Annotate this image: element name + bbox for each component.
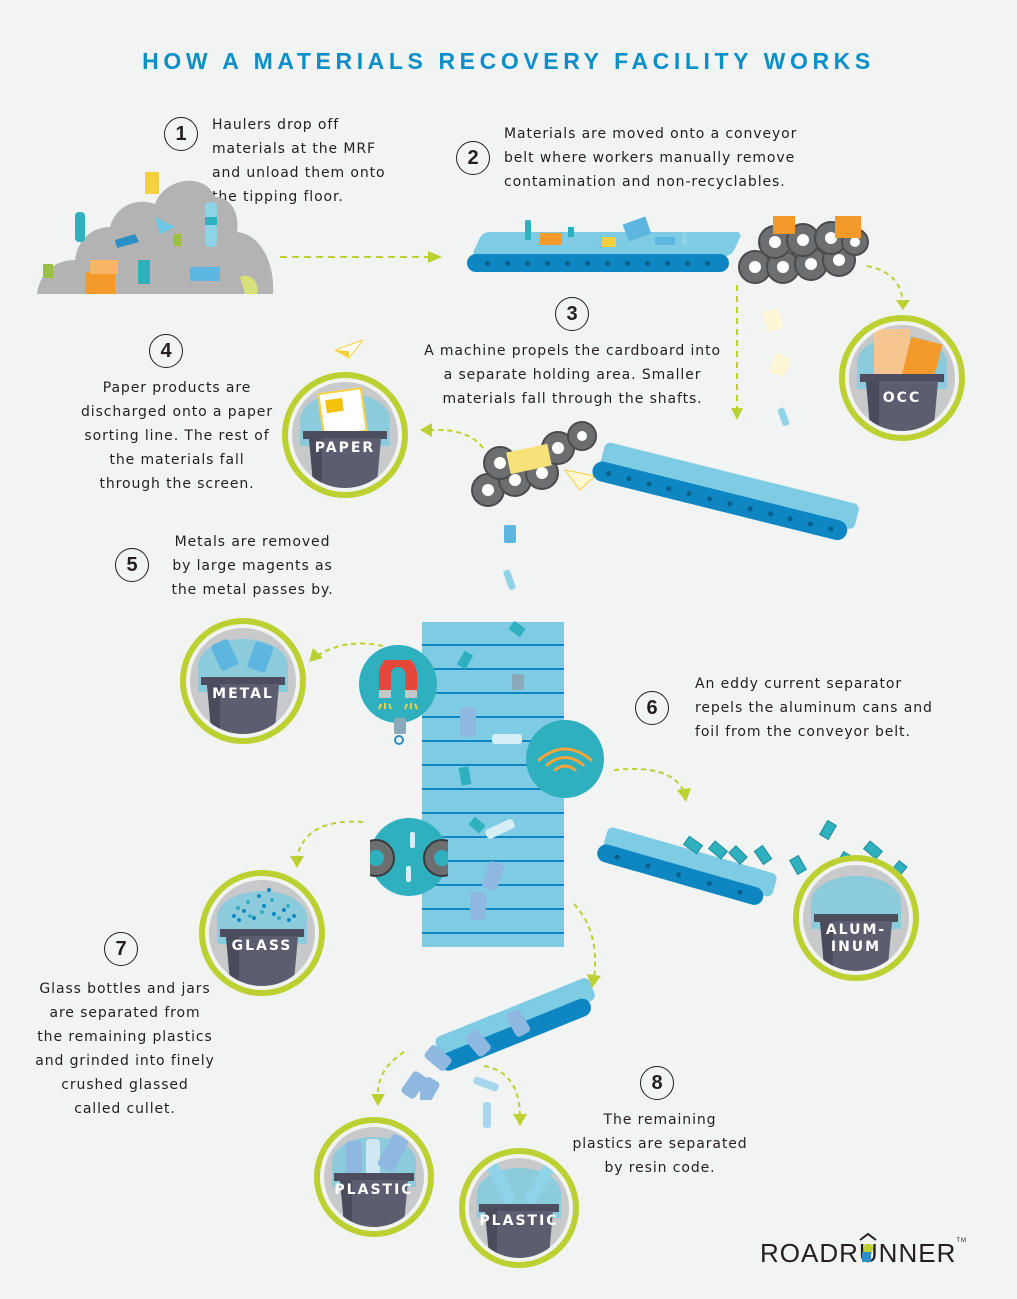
flow-arrow-to-glass <box>290 820 364 868</box>
occ-bin-label: OCC <box>882 389 922 406</box>
plastic-bin-2-label: PLASTIC <box>479 1213 559 1229</box>
flow-arrow-to-paper <box>420 423 484 449</box>
roadrunner-logo: ROADRUNNERTM <box>760 1238 967 1269</box>
gear-cluster-1-icon <box>738 216 869 284</box>
conveyor-belt-2 <box>585 440 861 564</box>
cullet-particles <box>231 888 296 923</box>
step-6-text: An eddy current separator repels the alu… <box>695 676 933 740</box>
flow-arrow-to-metal <box>309 642 384 662</box>
flow-arrow-to-aluminum-belt <box>613 767 691 802</box>
occ-bin: OCC <box>839 315 965 441</box>
logo-trash-can-icon <box>859 1232 877 1241</box>
falling-plastic-bottles <box>401 1071 499 1128</box>
step-8-text: The remaining plastics are separated by … <box>572 1112 748 1176</box>
logo-trademark: TM <box>956 1238 968 1244</box>
tipping-floor-pile-illustration <box>37 172 274 294</box>
glass-bin-label: GLASS <box>231 938 293 955</box>
step-8-number: 8 <box>640 1066 674 1100</box>
glass-bin: GLASS <box>199 870 325 996</box>
paper-plane-icon <box>335 340 364 359</box>
plastic-bin-1-label: PLASTIC <box>334 1182 414 1198</box>
step-1-text: Haulers drop off materials at the MRF an… <box>212 117 386 205</box>
step-6-number: 6 <box>635 691 669 725</box>
flow-arrow-to-plastic-bin-2 <box>483 1065 527 1126</box>
magnet-separator-circle <box>359 645 437 723</box>
step-3-text: A machine propels the cardboard into a s… <box>424 343 721 407</box>
paper-bin: PAPER <box>282 372 408 498</box>
vertical-belt-items <box>456 620 526 920</box>
aluminum-bin: ALUM- INUM <box>793 855 919 981</box>
conveyor-1-items <box>525 216 687 247</box>
page-title: HOW A MATERIALS RECOVERY FACILITY WORKS <box>142 48 875 74</box>
step-5-text: Metals are removed by large magents as t… <box>171 534 334 598</box>
aluminum-bin-label-line2: INUM <box>830 939 882 956</box>
eddy-current-waves-icon <box>537 747 593 772</box>
metal-bin: METAL <box>180 618 306 744</box>
plastic-bin-1: PLASTIC <box>314 1117 434 1237</box>
attracted-can-icon <box>394 718 406 745</box>
conveyor-belt-1 <box>467 232 743 274</box>
metal-bin-label: METAL <box>212 686 274 703</box>
step-3-number: 3 <box>555 297 589 331</box>
flow-arrow-to-occ <box>866 265 910 310</box>
flow-arrow-to-plastic-belt <box>573 903 601 988</box>
flow-arrow-to-plastic-bin-1 <box>371 1051 405 1106</box>
logo-recycling-squares-icon <box>862 1244 874 1262</box>
flow-arrow-1-to-2 <box>280 251 442 263</box>
plastic-bin-2: PLASTIC <box>459 1148 579 1268</box>
crusher-gears-icon <box>370 832 448 882</box>
logo-text: ROADRUNNER <box>760 1238 957 1268</box>
step-7-text: Glass bottles and jars are separated fro… <box>35 981 215 1117</box>
step-2-text: Materials are moved onto a conveyor belt… <box>504 126 798 190</box>
paper-bin-label: PAPER <box>314 440 376 457</box>
plastics-belt-items <box>420 1009 530 1100</box>
flow-arrow-falling-to-belt-2 <box>731 285 743 420</box>
step-2-number: 2 <box>456 141 490 175</box>
magnet-icon <box>378 660 418 710</box>
step-1-number: 1 <box>164 117 198 151</box>
aluminum-bin-label-line1: ALUM- <box>825 922 887 939</box>
step-5-number: 5 <box>115 548 149 582</box>
step-4-text: Paper products are discharged onto a pap… <box>81 380 273 492</box>
step-7-number: 7 <box>104 932 138 966</box>
aluminum-cans-items <box>682 819 908 881</box>
gear-cluster-2-icon <box>471 421 597 507</box>
step-4-number: 4 <box>149 334 183 368</box>
falling-paper-items <box>762 308 791 426</box>
falling-metal-items <box>503 525 516 590</box>
